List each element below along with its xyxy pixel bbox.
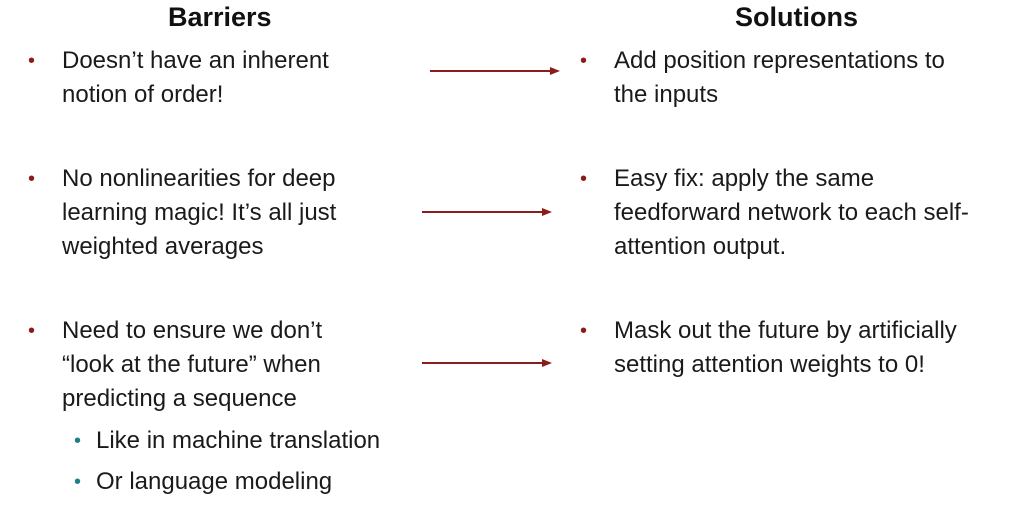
barrier-3-subitem-1-label: Like in machine translation — [96, 427, 381, 454]
bullet-icon: • — [580, 50, 588, 72]
solution-3-line-1: Mask out the future by artificially — [614, 317, 957, 344]
solutions-heading: Solutions — [735, 2, 858, 32]
solution-item-3: • Mask out the future by artificially se… — [580, 314, 957, 382]
solution-item-1: • Add position representations to the in… — [580, 44, 945, 112]
barrier-3-line-1: Need to ensure we don’t — [62, 317, 323, 344]
sub-bullet-icon: • — [74, 471, 82, 493]
bullet-icon: • — [580, 168, 588, 190]
arrow-2-icon — [422, 207, 552, 217]
solution-item-2: • Easy fix: apply the same feedforward n… — [580, 162, 969, 264]
barriers-heading: Barriers — [168, 2, 272, 32]
bullet-icon: • — [28, 50, 36, 72]
barrier-3-subitem-1: • Like in machine translation — [74, 424, 381, 458]
barrier-2-line-2: learning magic! It’s all just — [62, 199, 337, 226]
barrier-2-line-3: weighted averages — [62, 233, 264, 260]
barrier-1-line-2: notion of order! — [62, 81, 224, 108]
barrier-3-line-3: predicting a sequence — [62, 385, 297, 412]
barrier-item-2: • No nonlinearities for deep learning ma… — [28, 162, 337, 264]
arrow-3-icon — [422, 358, 552, 368]
solution-1-line-1: Add position representations to — [614, 47, 945, 74]
solution-3-line-2: setting attention weights to 0! — [614, 351, 925, 378]
bullet-icon: • — [28, 320, 36, 342]
solution-1-line-2: the inputs — [614, 81, 719, 108]
barrier-1-line-1: Doesn’t have an inherent — [62, 47, 329, 74]
barrier-3-subitem-2: • Or language modeling — [74, 465, 333, 499]
bullet-icon: • — [28, 168, 36, 190]
bullet-icon: • — [580, 320, 588, 342]
sub-bullet-icon: • — [74, 430, 82, 452]
barrier-2-line-1: No nonlinearities for deep — [62, 165, 336, 192]
barrier-item-1: • Doesn’t have an inherent notion of ord… — [28, 44, 329, 112]
solution-2-line-3: attention output. — [614, 233, 787, 260]
barrier-3-subitem-2-label: Or language modeling — [96, 468, 333, 495]
arrow-1-icon — [430, 66, 560, 76]
barrier-3-line-2: “look at the future” when — [62, 351, 321, 378]
barrier-item-3: • Need to ensure we don’t “look at the f… — [28, 314, 323, 416]
solution-2-line-1: Easy fix: apply the same — [614, 165, 875, 192]
solution-2-line-2: feedforward network to each self- — [614, 199, 969, 226]
